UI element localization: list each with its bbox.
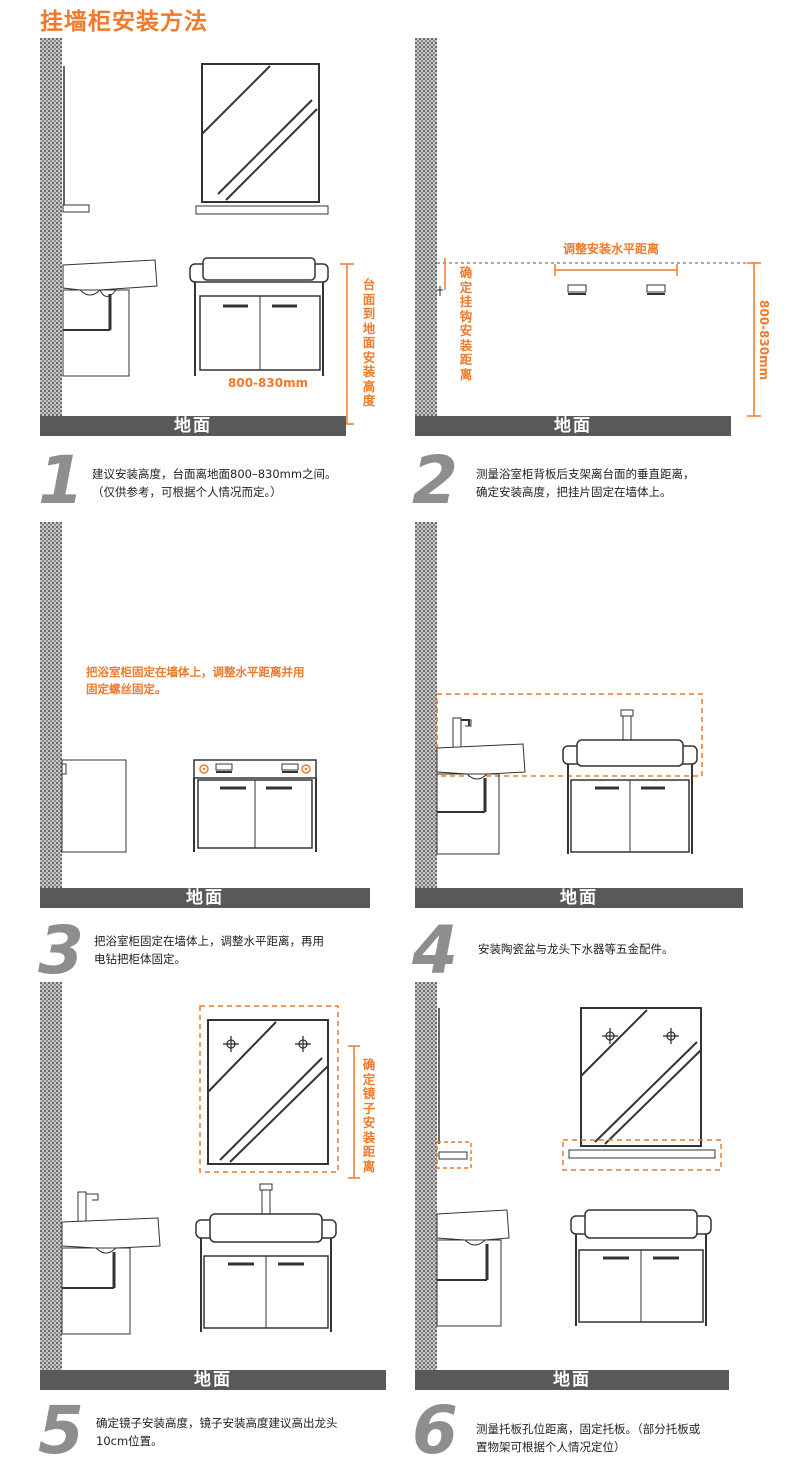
step-number-1: 1 [38,442,84,519]
step-text-3: 把浴室柜固定在墙体上，调整水平距离，再用 电钻把柜体固定。 [94,932,324,968]
step-text-line: 把浴室柜固定在墙体上，调整水平距离，再用 [94,934,324,948]
floor-label: 地面 [40,888,370,908]
panel-step-5: 地面 确定镜子安装距离 [40,982,386,1392]
page-title: 挂墙柜安装方法 [40,9,208,35]
floor-label: 地面 [415,888,743,908]
step-text-6: 测量托板孔位距离，固定托板。（部分托板或 置物架可根据个人情况定位） [476,1420,700,1456]
fix-note-line: 把浴室柜固定在墙体上，调整水平距离并用 [86,665,305,679]
diagram-step-1 [40,38,354,425]
panel-step-3: 地面 把浴室柜固定在墙体上，调整水平距离并用 固定螺丝固定。 [40,522,380,912]
height-range-label: 800-830mm [757,300,771,381]
install-height-label: 台面到地面安装高度 [362,277,376,408]
step-text-line: 确定镜子安装高度，镜子安装高度建议高出龙头 [96,1416,338,1430]
step-text-line: （仅供参考，可根据个人情况而定。） [92,485,282,499]
floor-label: 地面 [40,1370,386,1390]
step-text-5: 确定镜子安装高度，镜子安装高度建议高出龙头 10cm位置。 [96,1414,338,1450]
step-number-6: 6 [412,1392,458,1469]
diagram-step-3 [40,522,317,888]
diagram-step-6 [415,982,722,1370]
diagram-step-2 [415,38,761,417]
step-text-1: 建议安装高度，台面离地面800–830mm之间。 （仅供参考，可根据个人情况而定… [92,465,337,501]
step-text-line: 测量托板孔位距离，固定托板。（部分托板或 [476,1422,701,1436]
step-text-line: 电钻把柜体固定。 [94,952,186,966]
hook-distance-label: 确定挂钩安装距离 [459,265,473,382]
floor-label: 地面 [415,416,731,436]
step-number-5: 5 [38,1392,84,1469]
step-text-line: 建议安装高度，台面离地面800–830mm之间。 [92,467,337,481]
floor-label: 地面 [40,416,346,436]
panel-step-1: 地面 台面到地面安装高度 800-830mm [40,38,380,438]
step-number-4: 4 [412,912,458,989]
mirror-distance-label: 确定镜子安装距离 [362,1057,376,1174]
panel-step-6: 地面 [415,982,790,1392]
step-text-line: 确定安装高度，把挂片固定在墙体上。 [476,485,672,499]
step-text-line: 测量浴室柜背板后支架离台面的垂直距离， [476,467,695,481]
step-text-2: 测量浴室柜背板后支架离台面的垂直距离， 确定安装高度，把挂片固定在墙体上。 [476,465,695,501]
step-text-4: 安装陶瓷盆与龙头下水器等五金配件。 [478,940,674,958]
step-text-line: 安装陶瓷盆与龙头下水器等五金配件。 [478,942,674,956]
step-text-line: 置物架可根据个人情况定位） [476,1440,626,1454]
diagram-step-5 [40,982,360,1370]
height-range-label: 800-830mm [228,376,309,390]
step-number-2: 2 [412,442,458,519]
step-text-line: 10cm位置。 [96,1434,163,1448]
fix-note: 把浴室柜固定在墙体上，调整水平距离并用 固定螺丝固定。 [86,664,305,698]
floor-label: 地面 [415,1370,729,1390]
panel-step-4: 地面 [415,522,790,912]
diagram-step-4 [415,522,703,888]
horizontal-distance-label: 调整安装水平距离 [563,242,660,256]
panel-step-2: 地面 调整安装水平距离 确定挂钩安装距离 800-830mm [415,38,790,438]
fix-note-line: 固定螺丝固定。 [86,682,167,696]
step-number-3: 3 [38,912,84,989]
